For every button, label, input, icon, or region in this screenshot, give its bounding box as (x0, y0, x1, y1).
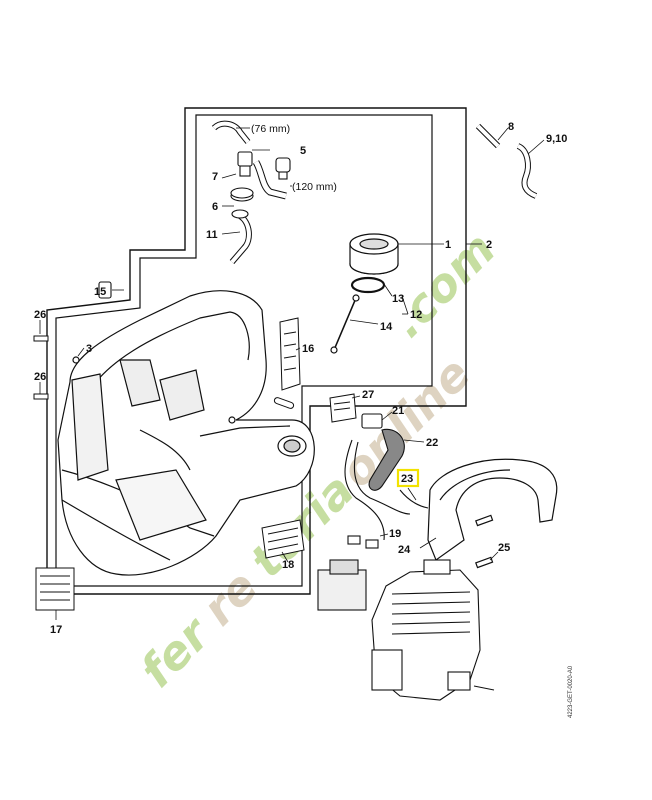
engine-block (371, 559, 495, 701)
callout-26-top: 26 (34, 309, 46, 321)
callout-18: 18 (282, 559, 294, 571)
callout-27: 27 (362, 389, 374, 401)
callout-12: 12 (410, 309, 422, 321)
svg-text:fer: fer (130, 605, 223, 698)
callout-7: 7 (212, 171, 218, 183)
hose-length-120: (120 mm) (292, 181, 337, 193)
fuel-line-parts (98, 120, 538, 299)
decal-18 (261, 519, 305, 559)
callout-16: 16 (302, 343, 314, 355)
screws-26 (33, 335, 49, 400)
fuel-cap-assembly (330, 233, 399, 354)
callout-6: 6 (212, 201, 218, 213)
controls-wiring (317, 413, 429, 611)
decal-27 (329, 393, 357, 423)
callout-23: 23 (401, 473, 413, 485)
decal-17 (35, 567, 75, 611)
blower-housing (57, 290, 315, 576)
handle-24 (427, 458, 558, 569)
callout-19: 19 (389, 528, 401, 540)
callout-22: 22 (426, 437, 438, 449)
callout-9-10: 9,10 (546, 133, 567, 145)
svg-text:re: re (192, 559, 268, 635)
callout-24: 24 (398, 544, 411, 556)
callout-labels: 1 2 3 5 6 7 8 9,10 11 12 13 14 15 16 17 … (34, 121, 567, 636)
callout-25: 25 (498, 542, 510, 554)
pin-3 (273, 397, 295, 409)
callout-17: 17 (50, 624, 62, 636)
callout-21: 21 (392, 405, 404, 417)
drawing-code: 4223-GET-0020-A0 (568, 665, 574, 718)
callout-2: 2 (486, 239, 492, 251)
callout-14: 14 (380, 321, 393, 333)
leader-lines (39, 127, 545, 620)
callout-13: 13 (392, 293, 404, 305)
callout-11: 11 (206, 229, 218, 241)
highlight-box-23 (396, 468, 420, 488)
callout-1: 1 (445, 239, 451, 251)
decal-16 (279, 317, 301, 391)
callout-26-bottom: 26 (34, 371, 46, 383)
callout-5: 5 (300, 145, 306, 157)
callout-15: 15 (94, 286, 106, 298)
callout-3: 3 (86, 343, 92, 355)
hose-length-76: (76 mm) (251, 123, 290, 135)
callout-8: 8 (508, 121, 514, 133)
